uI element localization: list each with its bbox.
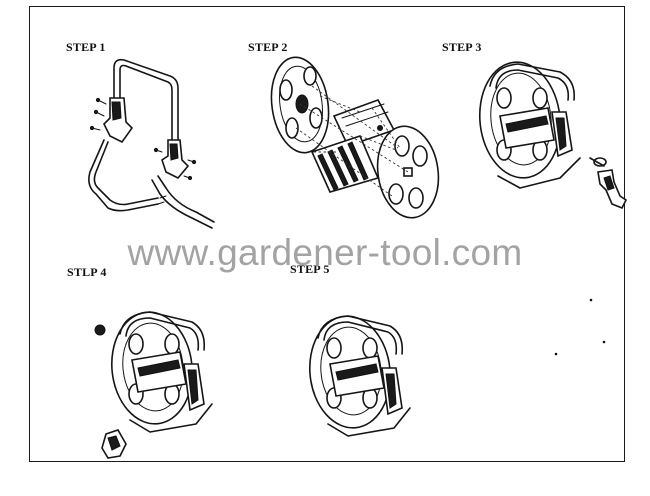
step-2-label: STEP 2 [248, 40, 288, 54]
step3-reel-with-crank [478, 61, 628, 210]
step1-frame-parts [88, 58, 215, 229]
step-4-label: STLP 4 [67, 265, 107, 279]
diagram-frame [29, 6, 625, 462]
step-5-label: STEP 5 [290, 262, 330, 276]
step-1-label: STEP 1 [66, 40, 106, 54]
speck [589, 298, 593, 302]
watermark-text: www.gardener-tool.com [127, 232, 523, 273]
step4-reel-with-connector [94, 311, 213, 459]
step5-assembled-reel [308, 315, 411, 437]
step-3-label: STEP 3 [442, 40, 482, 54]
speck [554, 352, 558, 356]
speck [602, 340, 606, 344]
step2-drum-exploded [270, 56, 440, 219]
